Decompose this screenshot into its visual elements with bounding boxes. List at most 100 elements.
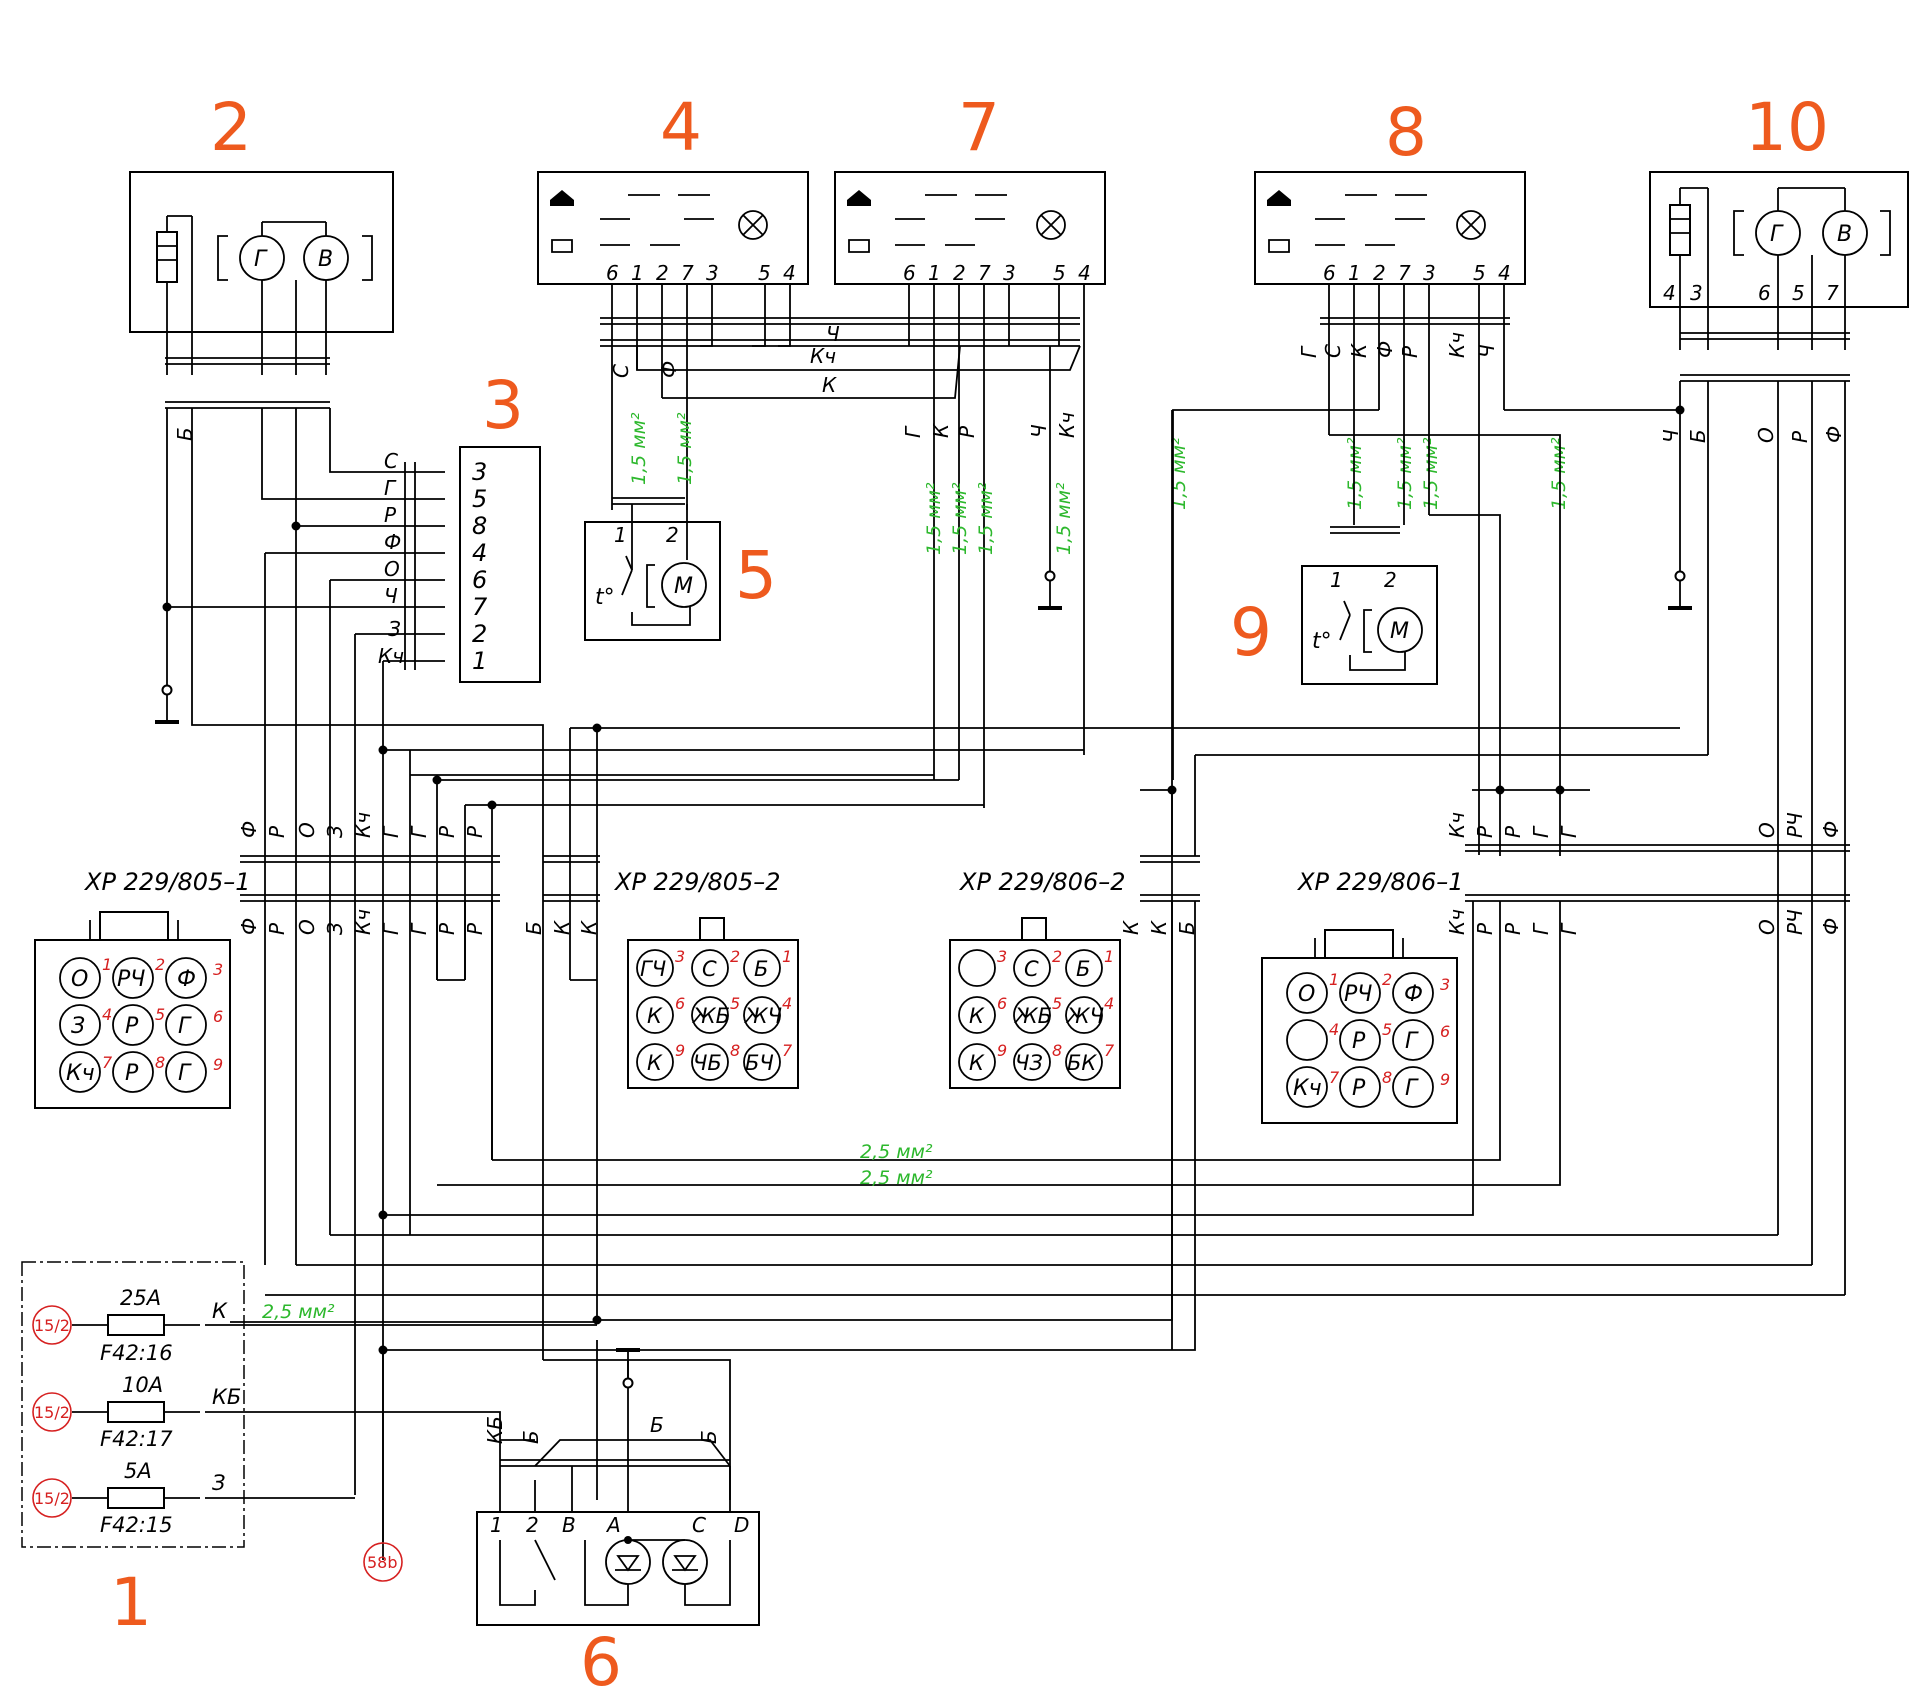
svg-text:К: К	[647, 1004, 663, 1028]
svg-text:Р: Р	[125, 1061, 139, 1086]
svg-text:Р: Р	[463, 825, 487, 838]
svg-text:7: 7	[978, 261, 991, 285]
svg-text:РЧ: РЧ	[1783, 909, 1807, 935]
svg-text:4: 4	[1498, 261, 1511, 285]
c8-out-4: Р	[1398, 345, 1422, 358]
svg-text:Г: Г	[1405, 1029, 1419, 1054]
svg-text:Р: Р	[1352, 1029, 1366, 1054]
svg-text:5A: 5A	[124, 1459, 152, 1483]
svg-text:О: О	[71, 967, 88, 992]
svg-text:БК: БК	[1067, 1051, 1097, 1075]
svg-text:8: 8	[155, 1053, 165, 1072]
svg-text:С: С	[702, 957, 717, 981]
component-number-2: 2	[210, 89, 252, 166]
svg-text:3: 3	[1423, 261, 1436, 285]
svg-text:2: 2	[472, 620, 487, 648]
size-c8-d: 1,5 мм²	[1420, 437, 1442, 510]
svg-text:Р: Р	[1473, 825, 1497, 838]
svg-text:Г: Г	[379, 825, 403, 838]
svg-text:РЧ: РЧ	[1344, 982, 1372, 1007]
svg-text:Кч: Кч	[351, 909, 375, 935]
svg-text:1: 1	[1329, 970, 1339, 989]
svg-text:2: 2	[526, 1513, 539, 1537]
blower-motor-5	[584, 497, 721, 641]
svg-text:6: 6	[472, 566, 487, 594]
svg-text:2: 2	[656, 261, 669, 285]
g-knob-label: Г	[254, 247, 268, 272]
c4-pins: 6 1 2 7 3 5 4	[606, 261, 796, 285]
svg-text:3: 3	[213, 960, 223, 979]
c2-wire-b: Б	[173, 427, 197, 441]
svg-text:5: 5	[758, 261, 771, 285]
c6-labels: КБ Б Б Б 1 2 B A C D	[483, 1413, 749, 1537]
component-number-8: 8	[1385, 94, 1427, 171]
component-number-6: 6	[580, 1624, 622, 1695]
svg-text:15/2: 15/2	[34, 1316, 70, 1335]
svg-text:7: 7	[102, 1053, 113, 1072]
svg-text:Р: Р	[435, 922, 459, 935]
svg-text:3: 3	[1003, 261, 1016, 285]
size-c4-1: 1,5 мм²	[628, 412, 650, 485]
svg-text:Ф: Ф	[384, 530, 401, 554]
c7-ground	[1038, 570, 1062, 610]
svg-text:Кч: Кч	[378, 644, 404, 668]
svg-text:О: О	[384, 557, 400, 581]
motor5-pin1: 1	[614, 523, 627, 547]
terminal-58b: 58b	[363, 1350, 403, 1582]
c7-out-k: К	[929, 423, 953, 438]
svg-text:О: О	[295, 822, 319, 838]
svg-text:К: К	[1119, 920, 1143, 935]
svg-text:З: З	[323, 825, 347, 838]
svg-text:К: К	[1147, 920, 1171, 935]
component-number-10: 10	[1745, 89, 1829, 166]
xp805-2-bottom-labels: Б К К	[522, 920, 601, 935]
svg-text:С: С	[1024, 957, 1039, 981]
svg-text:1: 1	[490, 1513, 503, 1537]
svg-text:2: 2	[1373, 261, 1386, 285]
svg-text:D: D	[734, 1513, 749, 1537]
svg-text:Р: Р	[125, 1014, 139, 1039]
v-knob-label: В	[318, 247, 333, 272]
svg-text:Г: Г	[1557, 825, 1581, 838]
size-c7-1: 1,5 мм²	[923, 482, 945, 555]
svg-text:8: 8	[1052, 1041, 1062, 1060]
svg-text:Ф: Ф	[1819, 918, 1843, 935]
component-number-3: 3	[482, 367, 524, 444]
svg-text:7: 7	[681, 261, 694, 285]
svg-text:О: О	[295, 919, 319, 935]
control-panel-4	[537, 171, 809, 285]
c7-out-ch: Ч	[1027, 424, 1051, 438]
svg-text:6: 6	[675, 994, 685, 1013]
svg-text:К: К	[577, 920, 601, 935]
svg-text:5: 5	[1473, 261, 1486, 285]
xp806-2-face: С Б К ЖБ ЖЧ К ЧЗ БК 3 2 1 6 5 4 9 8 7	[949, 917, 1121, 1089]
svg-text:5: 5	[155, 1005, 165, 1024]
size-c8-b: 1,5 мм²	[1344, 437, 1366, 510]
v-knob-label-10: В	[1837, 222, 1852, 247]
c3-wires	[162, 408, 445, 670]
svg-text:5: 5	[1053, 261, 1066, 285]
xp805-1-bottom-labels: Ф Р О З Кч Г Г Р Р	[237, 909, 487, 935]
svg-text:Б: Б	[1076, 957, 1090, 981]
motor9-t: t°	[1312, 629, 1332, 654]
svg-text:9: 9	[213, 1055, 223, 1074]
svg-text:25A: 25A	[120, 1286, 161, 1310]
xp805-2-label: XP 229/805–2	[613, 868, 781, 896]
c3-pin-labels: 3 5 8 4 6 7 2 1	[472, 458, 488, 675]
size-c7-2: 1,5 мм²	[949, 482, 971, 555]
c10-out-ch: Ч	[1659, 429, 1683, 443]
svg-text:7: 7	[472, 593, 488, 621]
xp806-1-label: XP 229/806–1	[1296, 868, 1464, 896]
svg-text:К: К	[969, 1051, 985, 1075]
svg-text:2: 2	[1052, 947, 1062, 966]
c10-out-b: Б	[1686, 429, 1710, 443]
blower-motor-9	[1301, 526, 1438, 685]
svg-text:6: 6	[1440, 1022, 1450, 1041]
svg-text:Р: Р	[1473, 922, 1497, 935]
svg-text:Б: Б	[754, 957, 768, 981]
svg-text:Б: Б	[1175, 921, 1199, 935]
size-c4-2: 1,5 мм²	[674, 412, 696, 485]
svg-text:4: 4	[1329, 1020, 1339, 1039]
c3-wire-labels: С Г Р Ф О Ч З Кч	[378, 449, 404, 668]
